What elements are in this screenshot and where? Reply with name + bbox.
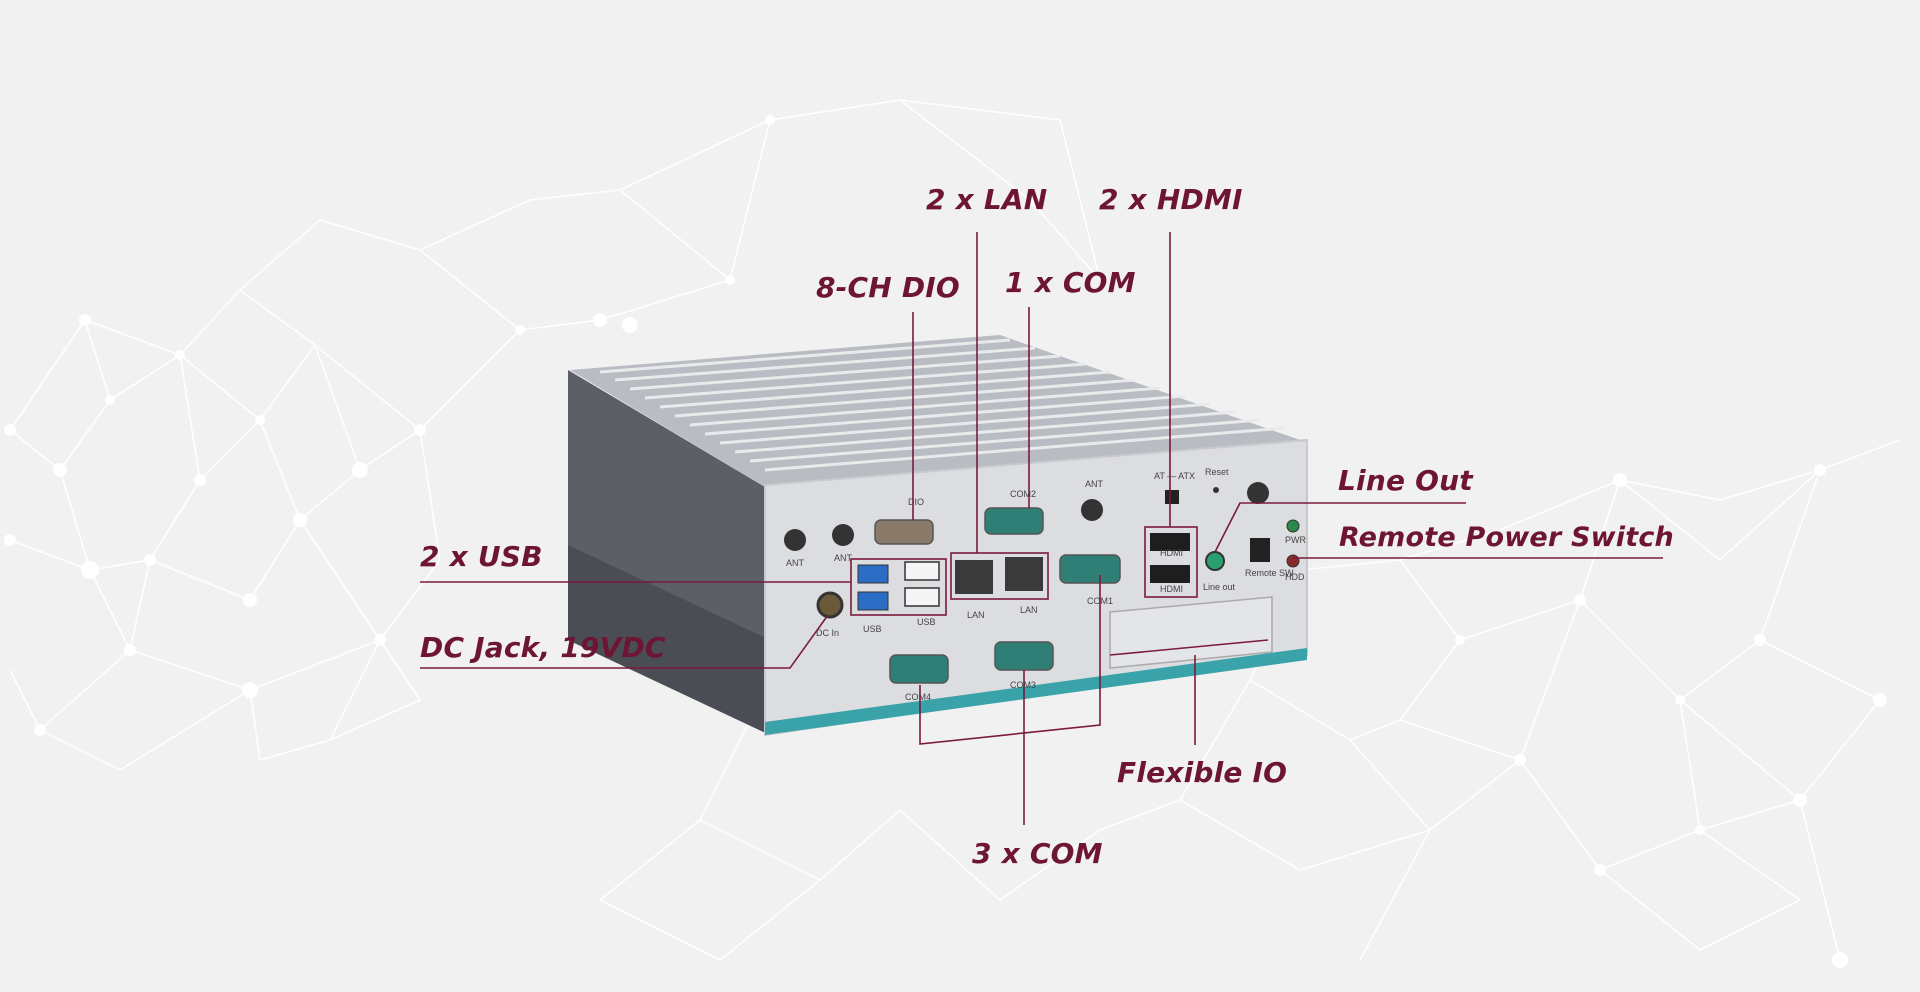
panel-label-usb-1: USB: [863, 624, 882, 634]
panel-label-com2: COM2: [1010, 489, 1036, 499]
callout-8ch-dio: 8-CH DIO: [816, 271, 960, 304]
at-atx-switch: [1165, 490, 1179, 504]
panel-label-at-atx: AT — ATX: [1154, 471, 1195, 481]
panel-label-ant-2: ANT: [834, 553, 853, 563]
line-out-jack: [1205, 551, 1225, 571]
panel-label-line-out: Line out: [1203, 582, 1236, 592]
usb-port-4: [904, 587, 940, 607]
panel-label-remote-sw: Remote SW: [1245, 568, 1294, 578]
callout-3x-com: 3 x COM: [972, 837, 1103, 870]
callout-2x-lan: 2 x LAN: [926, 183, 1048, 216]
lan-port-1: [955, 560, 993, 594]
ant-hole-1: [784, 529, 806, 551]
panel-label-ant-3: ANT: [1085, 479, 1104, 489]
panel-label-hdd: HDD: [1285, 572, 1305, 582]
pwr-led: [1286, 519, 1300, 533]
ant-hole-3: [1081, 499, 1103, 521]
panel-label-usb-2: USB: [917, 617, 936, 627]
callout-flexible-io: Flexible IO: [1117, 756, 1288, 789]
hdmi-port-2: [1150, 565, 1190, 583]
hdd-led: [1286, 554, 1300, 568]
panel-label-hdmi-1: HDMI: [1160, 548, 1183, 558]
panel-label-ant-1: ANT: [786, 558, 805, 568]
dio-port: [874, 519, 934, 545]
callout-2x-hdmi: 2 x HDMI: [1099, 183, 1243, 216]
panel-label-lan-2: LAN: [1020, 605, 1038, 615]
callout-line-out: Line Out: [1338, 464, 1473, 497]
callout-remote-power-switch: Remote Power Switch: [1339, 522, 1674, 553]
panel-label-com1: COM1: [1087, 596, 1113, 606]
panel-label-hdmi-2: HDMI: [1160, 584, 1183, 594]
embedded-computer: [568, 335, 1308, 737]
usb-port-2: [857, 591, 889, 611]
panel-label-com3: COM3: [1010, 680, 1036, 690]
power-button: [1247, 482, 1269, 504]
panel-label-reset: Reset: [1205, 467, 1229, 477]
com2-port: [984, 507, 1044, 535]
panel-label-lan-1: LAN: [967, 610, 985, 620]
leader-lines: [420, 232, 1663, 825]
panel-label-dc-in: DC In: [816, 628, 839, 638]
panel-label-com4: COM4: [905, 692, 931, 702]
flexible-io-slot: [1109, 596, 1273, 669]
network-mesh-nodes: [4, 115, 1887, 968]
panel-label-dio: DIO: [908, 497, 924, 507]
com3-port: [994, 641, 1054, 671]
hdmi-port-1: [1150, 533, 1190, 551]
reset-button: [1213, 487, 1219, 493]
accent-stripe: [765, 648, 1307, 735]
lan-port-2: [1005, 557, 1043, 591]
callout-1x-com: 1 x COM: [1005, 266, 1136, 299]
network-mesh-background: [9, 99, 1901, 961]
ant-hole-2: [832, 524, 854, 546]
panel-label-pwr: PWR: [1285, 535, 1306, 545]
usb-port-3: [904, 561, 940, 581]
remote-switch-connector: [1250, 538, 1270, 562]
com4-port: [889, 654, 949, 684]
com1-port: [1059, 554, 1121, 584]
callout-dc-jack: DC Jack, 19VDC: [420, 631, 666, 664]
callout-2x-usb: 2 x USB: [420, 540, 543, 573]
dc-jack: [816, 591, 844, 619]
usb-port-1: [857, 564, 889, 584]
